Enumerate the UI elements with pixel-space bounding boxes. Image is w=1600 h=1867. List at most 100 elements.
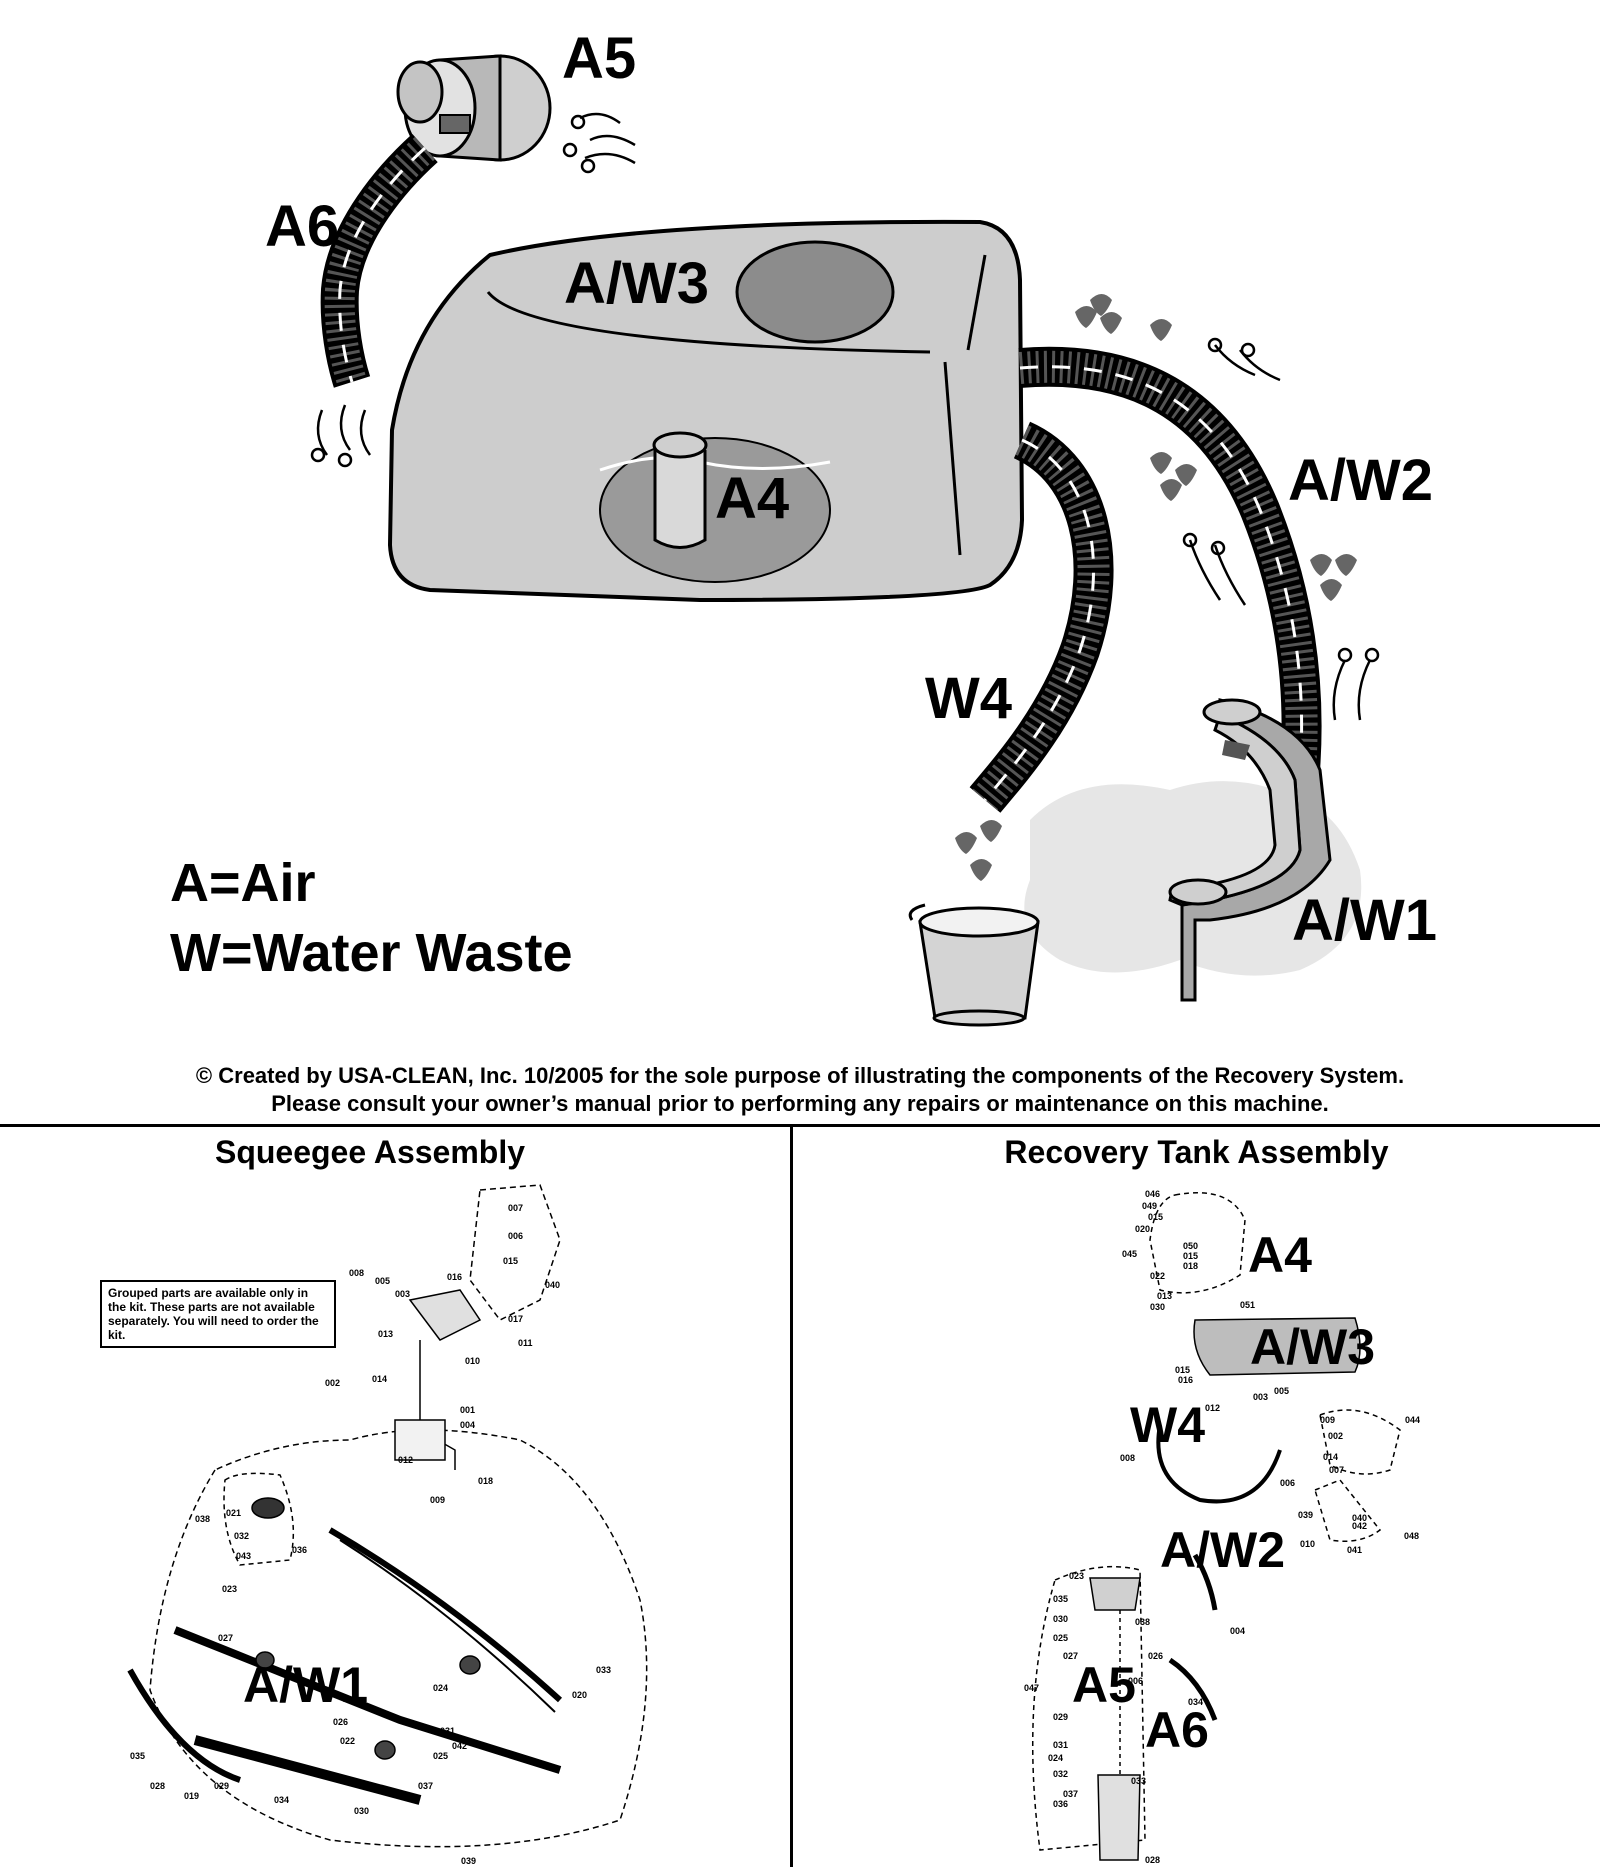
recovery-part-009: 009: [1320, 1415, 1336, 1425]
squeegee-part-042: 042: [452, 1741, 468, 1751]
label-a5: A5: [562, 26, 637, 91]
recovery-part-008: 008: [1120, 1453, 1136, 1463]
recovery-part-014: 014: [1323, 1452, 1339, 1462]
recovery-part-031: 031: [1053, 1740, 1069, 1750]
squeegee-part-003: 003: [395, 1289, 411, 1299]
recovery-part-035: 035: [1053, 1594, 1069, 1604]
recovery-part-015: 015: [1183, 1251, 1199, 1261]
squeegee-part-026: 026: [333, 1717, 349, 1727]
kit-note: Grouped parts are available only in the …: [100, 1280, 336, 1348]
squeegee-part-005: 005: [375, 1276, 391, 1286]
recovery-part-016: 016: [1178, 1375, 1194, 1385]
squeegee-part-006: 006: [508, 1231, 524, 1241]
squeegee-part-001: 001: [460, 1405, 476, 1415]
recovery-part-046: 046: [1145, 1189, 1161, 1199]
squeegee-part-009: 009: [430, 1495, 446, 1505]
recovery-tank-assembly-title: Recovery Tank Assembly: [1004, 1134, 1389, 1170]
squeegee-part-038: 038: [195, 1514, 211, 1524]
recovery-part-020: 020: [1135, 1224, 1151, 1234]
recovery-part-006: 006: [1280, 1478, 1296, 1488]
tank-lid-opening: [735, 240, 895, 344]
squeegee-part-018: 018: [478, 1476, 494, 1486]
legend-air: A=Air: [170, 853, 316, 913]
squeegee-part-021: 021: [226, 1508, 242, 1518]
squeegee-part-019: 019: [184, 1791, 200, 1801]
squeegee-part-033: 033: [596, 1665, 612, 1675]
recovery-part-047: 047: [1024, 1683, 1040, 1693]
squeegee-part-004: 004: [460, 1420, 476, 1430]
recovery-part-010: 010: [1300, 1539, 1316, 1549]
squeegee-part-025: 025: [433, 1751, 449, 1761]
squeegee-part-022: 022: [340, 1736, 356, 1746]
recovery-part-026: 026: [1148, 1651, 1164, 1661]
recovery-part-015: 015: [1175, 1365, 1191, 1375]
recovery-part-028: 028: [1145, 1855, 1161, 1865]
label-aw1: A/W1: [1292, 888, 1437, 953]
recovery-part-051: 051: [1240, 1300, 1256, 1310]
water-droplets: [955, 294, 1357, 881]
hose-aw2: [1018, 346, 1322, 772]
label-aw3: A/W3: [564, 251, 709, 316]
recovery-label-w4: W4: [1130, 1397, 1205, 1453]
recovery-part-022: 022: [1150, 1271, 1166, 1281]
air-swirl-aw2: [1182, 337, 1380, 721]
squeegee-part-027: 027: [218, 1633, 234, 1643]
recovery-part-036: 036: [1053, 1799, 1069, 1809]
squeegee-part-039: 039: [461, 1856, 477, 1866]
recovery-part-039: 039: [1298, 1510, 1314, 1520]
squeegee-part-015: 015: [503, 1256, 519, 1266]
recovery-part-048: 048: [1404, 1531, 1420, 1541]
copyright-line-1: © Created by USA-CLEAN, Inc. 10/2005 for…: [195, 1063, 1405, 1088]
squeegee-part-024: 024: [433, 1683, 449, 1693]
squeegee-part-030: 030: [354, 1806, 370, 1816]
recovery-exploded-view: [1031, 1192, 1401, 1861]
squeegee-part-023: 023: [222, 1584, 238, 1594]
legend-water: W=Water Waste: [170, 923, 573, 983]
squeegee-part-031: 031: [440, 1726, 456, 1736]
recovery-part-027: 027: [1063, 1651, 1079, 1661]
recovery-part-007: 007: [1329, 1465, 1345, 1475]
squeegee-part-012: 012: [398, 1455, 414, 1465]
squeegee-part-011: 011: [518, 1338, 533, 1348]
label-a4: A4: [715, 466, 790, 531]
squeegee-part-028: 028: [150, 1781, 166, 1791]
squeegee-part-014: 014: [372, 1374, 388, 1384]
bucket: [908, 903, 1040, 1027]
recovery-part-018: 018: [1183, 1261, 1199, 1271]
squeegee-part-016: 016: [447, 1272, 463, 1282]
recovery-part-015: 015: [1148, 1212, 1164, 1222]
squeegee: [1168, 698, 1332, 1002]
recovery-part-006: 006: [1128, 1676, 1144, 1686]
squeegee-label-aw1: A/W1: [243, 1657, 368, 1713]
hose-a6: [320, 133, 438, 388]
vacuum-motor: [396, 54, 552, 162]
recovery-label-aw2: A/W2: [1160, 1522, 1285, 1578]
copyright-notice: © Created by USA-CLEAN, Inc. 10/2005 for…: [0, 1062, 1600, 1118]
section-divider-vertical: [790, 1124, 793, 1867]
recovery-label-aw3: A/W3: [1250, 1319, 1375, 1375]
hose-w4: [969, 421, 1114, 813]
squeegee-part-020: 020: [572, 1690, 588, 1700]
squeegee-part-029: 029: [214, 1781, 230, 1791]
recovery-part-034: 034: [1188, 1697, 1204, 1707]
recovery-part-050: 050: [1183, 1241, 1199, 1251]
recovery-part-023: 023: [1069, 1571, 1085, 1581]
recovery-part-012: 012: [1205, 1403, 1221, 1413]
recovery-part-041: 041: [1347, 1545, 1363, 1555]
recovery-label-a5: A5: [1072, 1657, 1136, 1713]
float-filter: [653, 450, 707, 549]
squeegee-part-008: 008: [349, 1268, 365, 1278]
recovery-label-a4: A4: [1248, 1227, 1312, 1283]
squeegee-assembly-title: Squeegee Assembly: [214, 1134, 526, 1170]
squeegee-part-043: 043: [236, 1551, 252, 1561]
recovery-part-025: 025: [1053, 1633, 1069, 1643]
recovery-part-045: 045: [1122, 1249, 1138, 1259]
recovery-part-030: 030: [1053, 1614, 1069, 1624]
squeegee-part-013: 013: [378, 1329, 394, 1339]
squeegee-exploded-view: [127, 1184, 648, 1848]
squeegee-part-036: 036: [292, 1545, 308, 1555]
recovery-part-003: 003: [1253, 1392, 1269, 1402]
recovery-part-037: 037: [1063, 1789, 1079, 1799]
recovery-part-013: 013: [1157, 1291, 1173, 1301]
